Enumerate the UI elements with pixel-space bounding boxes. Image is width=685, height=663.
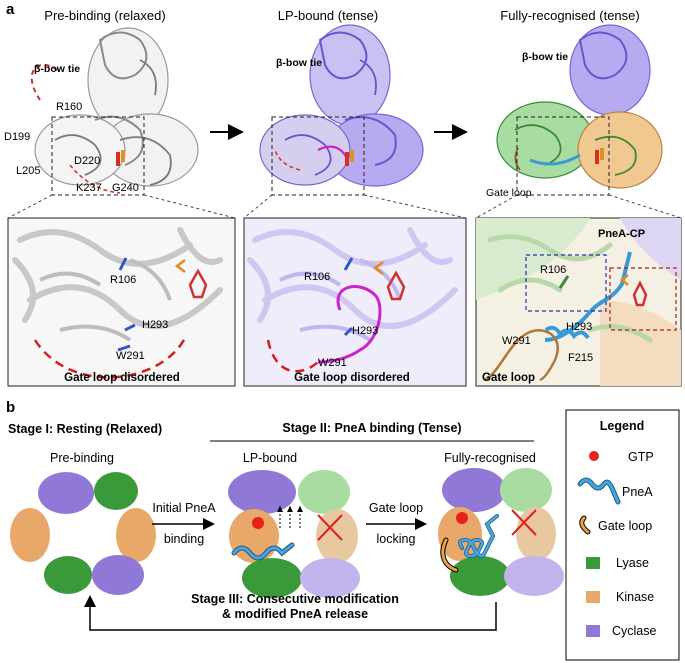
structure-fully-recognised [496, 24, 663, 196]
stage3-arrow [84, 595, 497, 631]
panel-b-letter: b [6, 399, 15, 416]
state-pre-binding: Pre-binding [50, 451, 114, 465]
label-bowtie-3: β-bow tie [522, 51, 568, 63]
legend-lyase: Lyase [616, 556, 649, 570]
zoom3-H293: H293 [566, 321, 592, 333]
label-bowtie-2: β-bow tie [276, 57, 322, 69]
zoom-1 [7, 217, 236, 387]
label-gate-loop-top: Gate loop [486, 187, 532, 199]
zoom-2 [243, 217, 467, 387]
stage1-label: Stage I: Resting (Relaxed) [8, 422, 162, 436]
legend-title: Legend [600, 419, 644, 433]
title-lp-bound: LP-bound (tense) [278, 8, 378, 23]
zoom2-R106: R106 [304, 271, 330, 283]
legend-cyclase-icon [586, 625, 600, 637]
legend-kinase: Kinase [616, 590, 654, 604]
label-D220: D220 [74, 155, 100, 167]
zoom3-caption: Gate loop [482, 372, 535, 384]
panel-a-letter: a [6, 1, 15, 18]
zoom1-R106: R106 [110, 274, 136, 286]
label-K237: K237 [76, 182, 102, 194]
zoom1-W291: W291 [116, 350, 145, 362]
diagram-fully-recognised [438, 468, 564, 596]
zoom2-H293: H293 [352, 325, 378, 337]
label-D199: D199 [4, 131, 30, 143]
diagram-lp-bound [228, 470, 360, 598]
zoom-3 [475, 217, 682, 387]
label-G240: G240 [112, 182, 139, 194]
zoom3-pnea-cp: PneA-CP [598, 228, 645, 240]
legend-kinase-icon [586, 591, 600, 603]
zoom2-W291: W291 [318, 357, 347, 369]
legend-cyclase: Cyclase [612, 624, 657, 638]
zoom2-caption: Gate loop disordered [294, 372, 410, 384]
structure-pre-binding [30, 27, 199, 196]
label-R160: R160 [56, 101, 82, 113]
legend-gtp-icon [589, 451, 599, 461]
arrow1-line1: Initial PneA [152, 501, 216, 515]
stage3-line1: Stage III: Consecutive modification [191, 592, 399, 606]
zoom1-H293: H293 [142, 319, 168, 331]
state-fully-recognised: Fully-recognised [444, 451, 536, 465]
arrow2-line1: Gate loop [369, 501, 423, 515]
zoom3-W291: W291 [502, 335, 531, 347]
arrow2-line2: locking [377, 532, 416, 546]
legend-lyase-icon [586, 557, 600, 569]
legend-pnea: PneA [622, 485, 653, 499]
label-L205: L205 [16, 165, 40, 177]
title-pre-binding: Pre-binding (relaxed) [44, 8, 165, 23]
structure-lp-bound [259, 24, 424, 196]
legend [565, 409, 680, 661]
stage3-line2: & modified PneA release [222, 607, 368, 621]
zoom3-F215: F215 [568, 352, 593, 364]
state-lp-bound: LP-bound [243, 451, 297, 465]
title-fully-recognised: Fully-recognised (tense) [500, 8, 639, 23]
legend-gate-loop: Gate loop [598, 519, 652, 533]
zoom-connectors [7, 194, 682, 219]
zoom1-caption: Gate loop disordered [64, 372, 180, 384]
legend-gtp: GTP [628, 450, 654, 464]
zoom3-R106: R106 [540, 264, 566, 276]
diagram-pre-binding [10, 472, 156, 595]
stage2-label: Stage II: PneA binding (Tense) [282, 421, 461, 435]
label-bowtie-1: β-bow tie [34, 63, 80, 75]
arrow1-line2: binding [164, 532, 204, 546]
